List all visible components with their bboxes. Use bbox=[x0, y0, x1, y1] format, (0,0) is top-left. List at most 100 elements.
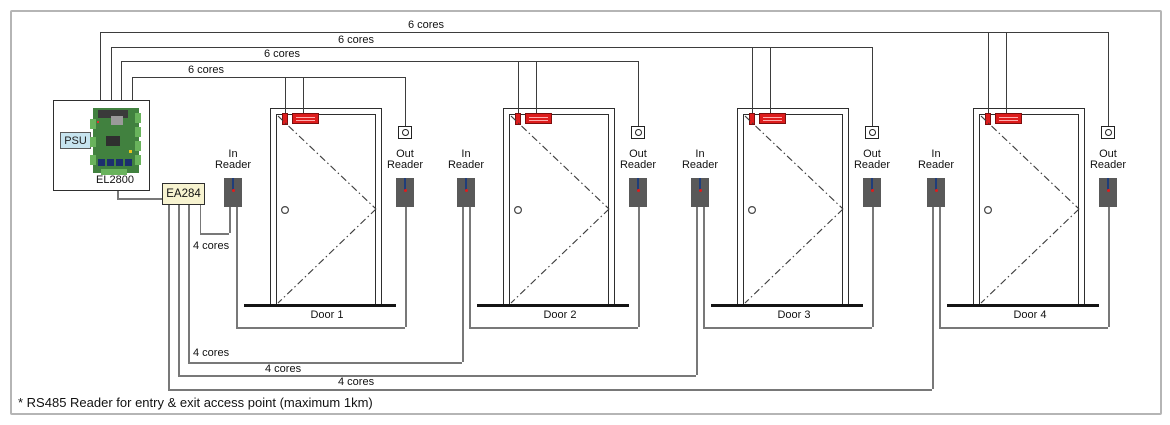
door-1-4core-wire-v bbox=[229, 207, 231, 233]
door-1-6core-label: 6 cores bbox=[187, 64, 225, 76]
door-1-in-reader-label-line1: In bbox=[228, 148, 238, 160]
door-4-in-to-out-wire-left bbox=[939, 207, 941, 327]
door-2-in-reader-led-icon bbox=[464, 189, 468, 192]
door-1-out-reader-cable bbox=[403, 178, 407, 190]
door-2-out-reader-cable bbox=[636, 178, 640, 190]
pcb-relay-2 bbox=[107, 159, 114, 166]
door-1-door-contact bbox=[282, 113, 288, 125]
door-3-out-reader-led-icon bbox=[870, 189, 874, 192]
door-4-in-reader-cable bbox=[934, 178, 938, 190]
expander-model-label: EA284 bbox=[166, 188, 201, 200]
door-1-leaf bbox=[276, 114, 376, 306]
door-3-out-reader-device bbox=[863, 178, 881, 207]
footnote: * RS485 Reader for entry & exit access p… bbox=[18, 395, 373, 410]
expander-output-door-2 bbox=[188, 205, 190, 362]
door-4-maglock bbox=[995, 113, 1022, 124]
door-3-in-to-out-wire-left bbox=[703, 207, 705, 327]
door-3-4core-wire-h bbox=[178, 375, 696, 377]
door-2-in-reader-device bbox=[457, 178, 475, 207]
pcb-led-yellow bbox=[129, 150, 132, 153]
pcb-terminal-left-2 bbox=[90, 137, 96, 147]
door-3-floor bbox=[711, 304, 863, 307]
door-3-out-reader-cable bbox=[870, 178, 874, 190]
door-2-maglock-stripe bbox=[529, 119, 548, 121]
controller-pcb-image bbox=[90, 108, 141, 175]
door-2-in-reader-cable bbox=[464, 178, 468, 190]
door-1-maglock-stripe bbox=[296, 119, 315, 121]
door-4-6core-bus bbox=[100, 32, 1108, 34]
door-2-exit-button bbox=[631, 126, 645, 139]
pcb-led-red bbox=[97, 121, 99, 123]
door-4-out-reader-label-line1: Out bbox=[1099, 148, 1117, 160]
door-3-in-reader-device bbox=[691, 178, 709, 207]
door-4-controller-stub bbox=[100, 32, 102, 100]
door-2-6core-label: 6 cores bbox=[263, 48, 301, 60]
door-2-4core-wire-v bbox=[462, 207, 464, 362]
door-3-in-reader-cable bbox=[698, 178, 702, 190]
door-4-floor bbox=[947, 304, 1099, 307]
door-2-out-reader-wire bbox=[638, 207, 640, 327]
pcb-top-chip bbox=[98, 110, 128, 118]
door-4-4core-label: 4 cores bbox=[338, 376, 375, 388]
door-4-out-reader-label-line2: Reader bbox=[1089, 158, 1127, 171]
door-1-6core-bus bbox=[132, 77, 405, 79]
door-3-4core-label: 4 cores bbox=[265, 363, 302, 375]
door-3-exit-button-circle bbox=[868, 129, 876, 136]
door-4-name-label: Door 4 bbox=[1013, 309, 1047, 321]
door-1-in-reader-label-line2: Reader bbox=[214, 158, 252, 171]
door-1-4core-label: 4 cores bbox=[193, 240, 230, 252]
pcb-terminal-left-3 bbox=[90, 155, 96, 165]
door-2-maglock bbox=[525, 113, 552, 124]
pcb-cpu-chip bbox=[111, 116, 123, 125]
controller-el2800: PSU EL2800 bbox=[53, 100, 150, 191]
controller-to-expander-wire-h bbox=[117, 198, 162, 200]
door-3-in-to-out-wire-bottom bbox=[703, 327, 872, 329]
door-4-door-contact bbox=[985, 113, 991, 125]
pcb-bottom-terminal bbox=[101, 169, 127, 175]
door-1-out-reader-wire bbox=[405, 207, 407, 327]
door-2-name-label: Door 2 bbox=[543, 309, 577, 321]
door-3-leaf bbox=[743, 114, 843, 306]
psu-label: PSU bbox=[64, 134, 87, 147]
door-2-floor bbox=[477, 304, 629, 307]
door-1-name-label: Door 1 bbox=[310, 309, 344, 321]
expander-ea284: EA284 bbox=[162, 183, 205, 205]
door-3-out-reader-label-line1: Out bbox=[863, 148, 881, 160]
door-1-exit-button-drop bbox=[405, 77, 407, 126]
door-1-maglock-drop bbox=[303, 77, 305, 113]
expander-output-door-1 bbox=[199, 205, 202, 233]
pcb-terminal-right-4 bbox=[135, 155, 141, 165]
door-4-out-reader-device bbox=[1099, 178, 1117, 207]
door-1-in-reader-cable bbox=[231, 178, 235, 190]
door-4-in-reader-led-icon bbox=[934, 189, 938, 192]
door-4-out-reader-led-icon bbox=[1106, 189, 1110, 192]
door-2-out-reader-label-line1: Out bbox=[629, 148, 647, 160]
door-4-maglock-stripe bbox=[999, 116, 1018, 118]
door-3-6core-bus bbox=[111, 47, 872, 49]
door-2-leaf bbox=[509, 114, 609, 306]
door-1-in-reader-device bbox=[224, 178, 242, 207]
door-3-6core-label: 6 cores bbox=[337, 34, 375, 46]
door-4-exit-button-drop bbox=[1108, 32, 1110, 126]
door-2-exit-button-circle bbox=[634, 129, 642, 136]
door-1-floor bbox=[244, 304, 396, 307]
door-4-out-reader-wire bbox=[1108, 207, 1110, 327]
door-2-in-to-out-wire-left bbox=[469, 207, 471, 327]
door-3-out-reader-label-line2: Reader bbox=[853, 158, 891, 171]
door-4-maglock-drop bbox=[1006, 32, 1008, 113]
door-3-maglock-stripe bbox=[763, 116, 782, 118]
door-1-out-reader-device bbox=[396, 178, 414, 207]
door-3-in-reader-led-icon bbox=[698, 189, 702, 192]
door-4-leaf bbox=[979, 114, 1079, 306]
door-2-maglock-stripe bbox=[529, 116, 548, 118]
door-3-door-contact bbox=[749, 113, 755, 125]
door-2-in-reader-label-line2: Reader bbox=[447, 158, 485, 171]
door-2-4core-label: 4 cores bbox=[193, 347, 230, 359]
